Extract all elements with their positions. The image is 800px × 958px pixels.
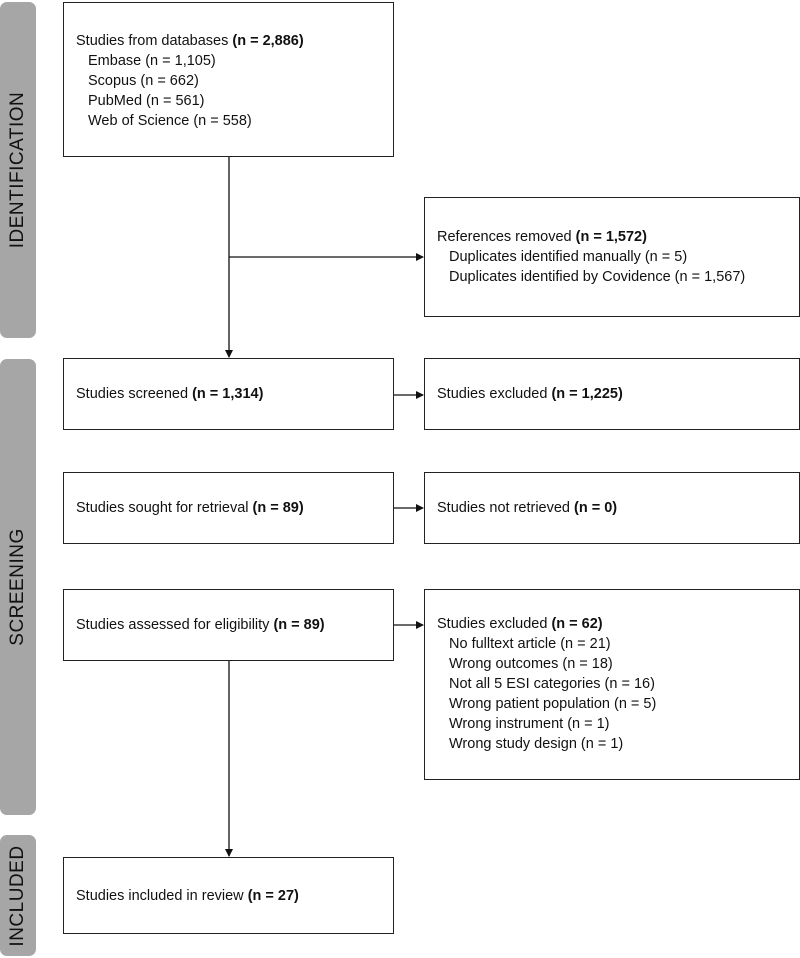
included-text: Studies included in review (n = 27) [76,887,299,904]
database-item: Web of Science (n = 558) [88,113,252,129]
not-retrieved-text: Studies not retrieved (n = 0) [437,500,618,516]
box-studies-screened: Studies screened (n = 1,314) [63,358,394,430]
box-studies-included: Studies included in review (n = 27) [63,857,394,934]
phase-bar-screening: SCREENING [0,359,36,815]
phase-bar-included: INCLUDED [0,835,36,956]
exclusion-reason: Wrong outcomes (n = 18) [449,656,613,672]
phase-bar-identification: IDENTIFICATION [0,2,36,338]
excluded-eligibility-heading: Studies excluded (n = 62) [437,616,603,632]
box-studies-assessed: Studies assessed for eligibility (n = 89… [63,589,394,661]
exclusion-reason: Wrong instrument (n = 1) [449,716,610,732]
assessed-text: Studies assessed for eligibility (n = 89… [76,617,325,633]
removed-heading: References removed (n = 1,572) [437,229,647,245]
database-item: Scopus (n = 662) [88,73,199,89]
box-studies-sought: Studies sought for retrieval (n = 89) [63,472,394,544]
exclusion-reason: Wrong study design (n = 1) [449,736,624,752]
database-item: PubMed (n = 561) [88,93,205,109]
removed-item: Duplicates identified manually (n = 5) [449,249,688,265]
box-studies-excluded-screening: Studies excluded (n = 1,225) [424,358,800,430]
exclusion-reason: Wrong patient population (n = 5) [449,696,657,712]
removed-item: Duplicates identified by Covidence (n = … [449,269,746,285]
database-item: Embase (n = 1,105) [88,53,216,69]
box-studies-excluded-eligibility: Studies excluded (n = 62) No fulltext ar… [424,589,800,780]
databases-heading: Studies from databases (n = 2,886) [76,33,304,49]
box-references-removed: References removed (n = 1,572) Duplicate… [424,197,800,317]
sought-text: Studies sought for retrieval (n = 89) [76,500,304,516]
box-studies-not-retrieved: Studies not retrieved (n = 0) [424,472,800,544]
exclusion-reason: Not all 5 ESI categories (n = 16) [449,676,655,692]
box-databases: Studies from databases (n = 2,886) Embas… [63,2,394,157]
exclusion-reason: No fulltext article (n = 21) [449,636,611,652]
excluded-screening-text: Studies excluded (n = 1,225) [437,386,623,402]
screened-text: Studies screened (n = 1,314) [76,386,264,402]
